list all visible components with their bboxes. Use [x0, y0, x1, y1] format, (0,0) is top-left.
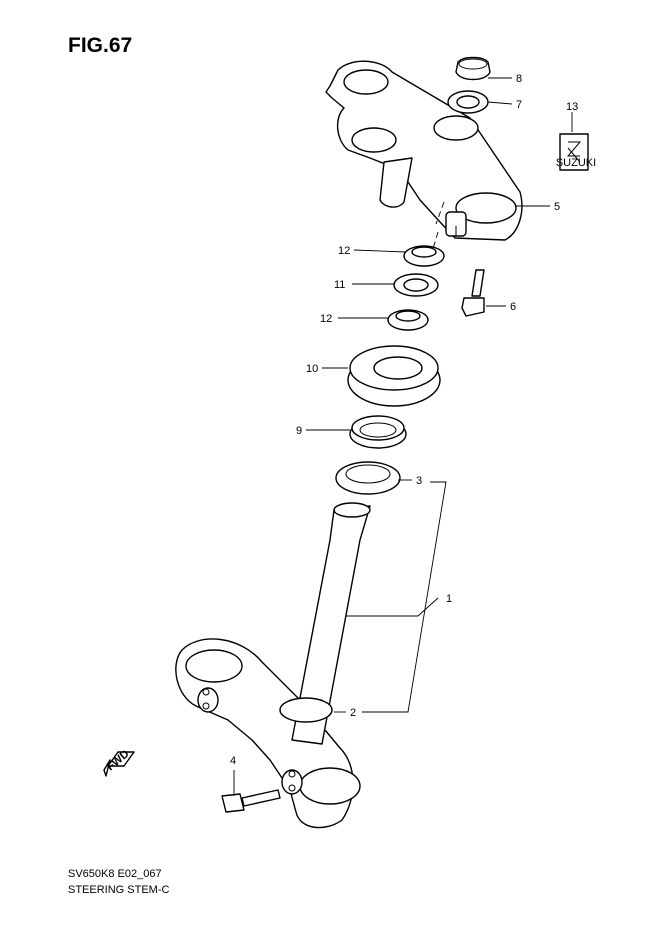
callout-5: 5	[554, 201, 560, 213]
callout-6: 6	[510, 301, 516, 313]
upper-bracket[interactable]	[325, 60, 523, 241]
callout-8: 8	[516, 73, 522, 85]
diagram-caption: STEERING STEM-C	[68, 884, 170, 896]
pinch-bolt-upper[interactable]	[461, 269, 485, 317]
steering-lock-nut-upper[interactable]	[403, 245, 445, 267]
callout-7: 7	[516, 99, 522, 111]
callout-12-upper: 12	[338, 245, 350, 257]
steering-stem[interactable]	[175, 502, 371, 829]
pinch-bolt-lower[interactable]	[221, 789, 281, 813]
logo-decal-text: SUZUKI	[556, 157, 596, 169]
upper-bearing[interactable]	[349, 415, 407, 449]
diagram-code: SV650K8 E02_067	[68, 868, 162, 880]
cap-nut[interactable]	[455, 56, 491, 81]
callout-10: 10	[306, 363, 318, 375]
callout-2: 2	[350, 707, 356, 719]
dust-seal[interactable]	[347, 345, 441, 407]
figure-title: FIG.67	[68, 34, 133, 57]
callout-9: 9	[296, 425, 302, 437]
callout-4: 4	[230, 755, 236, 767]
callout-11: 11	[334, 279, 345, 291]
callout-13: 13	[566, 101, 578, 113]
suzuki-logo-decal[interactable]	[559, 133, 589, 171]
lower-bracket-bolt-bosses	[197, 687, 303, 795]
callout-12-lower: 12	[320, 313, 332, 325]
steering-lock-nut-lower[interactable]	[387, 309, 429, 331]
callout-3: 3	[416, 475, 422, 487]
lock-washer[interactable]	[393, 273, 439, 297]
callout-1: 1	[446, 593, 452, 605]
leader-lines	[233, 77, 573, 796]
fwd-arrow-icon	[103, 751, 135, 777]
flat-washer[interactable]	[447, 90, 489, 114]
callout-numbers: 1 2 3 4 5 6 7 8 9 10 11 12 12 13	[230, 73, 578, 767]
lower-bearing[interactable]	[335, 461, 401, 495]
